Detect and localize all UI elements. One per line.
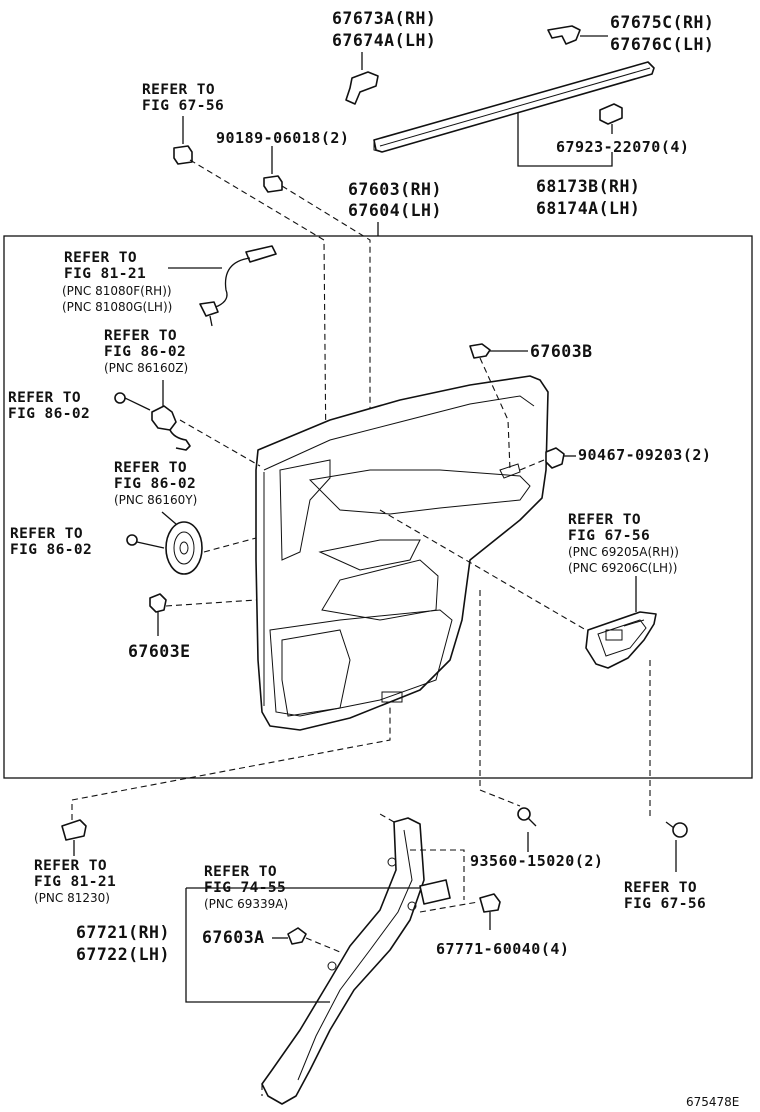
label-ref-6756-b-4: (PNC 69206C(LH)) xyxy=(568,561,677,575)
clip-67603e-icon xyxy=(149,593,167,613)
label-ref-6756-b-1: REFER TO xyxy=(568,512,641,528)
label-ref-8121-a-2: FIG 81-21 xyxy=(64,266,146,282)
label-90467: 90467-09203(2) xyxy=(578,446,711,464)
label-67675c: 67675C(RH) xyxy=(610,13,714,32)
clip-67673a-icon xyxy=(345,71,379,105)
clip-67923-icon xyxy=(599,103,623,125)
label-67603a: 67603A xyxy=(202,928,265,947)
label-ref-8121-b-3: (PNC 81230) xyxy=(34,891,110,905)
inside-handle-bezel-icon xyxy=(585,611,657,669)
label-ref-7455-1: REFER TO xyxy=(204,864,277,880)
figure-code: 675478E xyxy=(686,1095,739,1109)
clip-67771-icon xyxy=(479,893,501,913)
label-ref-8121-a-4: (PNC 81080G(LH)) xyxy=(62,300,172,314)
label-67722: 67722(LH) xyxy=(76,945,170,964)
label-67603b: 67603B xyxy=(530,342,593,361)
speaker-icon xyxy=(165,521,203,575)
label-ref-6756-top-2: FIG 67-56 xyxy=(142,98,224,114)
leader-67721 xyxy=(185,888,330,1003)
door-trim-panel-icon xyxy=(255,375,549,731)
label-68174a: 68174A(LH) xyxy=(536,199,640,218)
label-67923: 67923-22070(4) xyxy=(556,138,689,156)
label-ref-8602-b-1: REFER TO xyxy=(8,390,81,406)
scuff-plate-icon xyxy=(261,817,451,1105)
label-ref-8602-b-2: FIG 86-02 xyxy=(8,406,90,422)
label-67604: 67604(LH) xyxy=(348,201,442,220)
label-67603: 67603(RH) xyxy=(348,180,442,199)
label-ref-8602-a-1: REFER TO xyxy=(104,328,177,344)
label-67721: 67721(RH) xyxy=(76,923,170,942)
label-ref-8602-d-1: REFER TO xyxy=(10,526,83,542)
clip-ref-6756-icon xyxy=(173,145,193,165)
label-ref-8121-b-2: FIG 81-21 xyxy=(34,874,116,890)
switch-harness-icon xyxy=(245,245,277,263)
screw-tweeter-icon xyxy=(114,392,126,404)
label-ref-8121-a-3: (PNC 81080F(RH)) xyxy=(62,284,172,298)
label-ref-8602-a-2: FIG 86-02 xyxy=(104,344,186,360)
label-90189: 90189-06018(2) xyxy=(216,129,349,147)
pad-69339a-icon xyxy=(419,879,451,905)
courtesy-lamp-icon xyxy=(61,819,87,841)
label-67603e: 67603E xyxy=(128,642,191,661)
label-ref-7455-3: (PNC 69339A) xyxy=(204,897,288,911)
screw-93560-icon xyxy=(517,807,531,821)
nut-90189-icon xyxy=(263,175,283,193)
label-ref-6756-b-2: FIG 67-56 xyxy=(568,528,650,544)
label-ref-8602-a-3: (PNC 86160Z) xyxy=(104,361,188,375)
screw-ref-6756-icon xyxy=(672,822,688,838)
tweeter-icon xyxy=(151,405,177,431)
label-67676c: 67676C(LH) xyxy=(610,35,714,54)
clip-67675c-icon xyxy=(547,25,581,45)
label-ref-8121-a-1: REFER TO xyxy=(64,250,137,266)
label-ref-8602-c-3: (PNC 86160Y) xyxy=(114,493,197,507)
label-ref-6756-b-3: (PNC 69205A(RH)) xyxy=(568,545,679,559)
label-67771: 67771-60040(4) xyxy=(436,940,569,958)
label-ref-6756-c-2: FIG 67-56 xyxy=(624,896,706,912)
label-ref-6756-c-1: REFER TO xyxy=(624,880,697,896)
label-68173b: 68173B(RH) xyxy=(536,177,640,196)
clip-67603b-icon xyxy=(469,343,491,359)
label-ref-8121-b-1: REFER TO xyxy=(34,858,107,874)
label-67673a: 67673A(RH) xyxy=(332,9,436,28)
screw-speaker-icon xyxy=(126,534,138,546)
label-ref-8602-c-1: REFER TO xyxy=(114,460,187,476)
label-67674a: 67674A(LH) xyxy=(332,31,436,50)
label-ref-8602-c-2: FIG 86-02 xyxy=(114,476,196,492)
clip-90467-icon xyxy=(545,447,565,469)
leader-68173b xyxy=(517,112,613,167)
label-ref-7455-2: FIG 74-55 xyxy=(204,880,286,896)
clip-67603a-icon xyxy=(287,927,307,945)
label-ref-6756-top-1: REFER TO xyxy=(142,82,215,98)
label-93560: 93560-15020(2) xyxy=(470,852,603,870)
label-ref-8602-d-2: FIG 86-02 xyxy=(10,542,92,558)
